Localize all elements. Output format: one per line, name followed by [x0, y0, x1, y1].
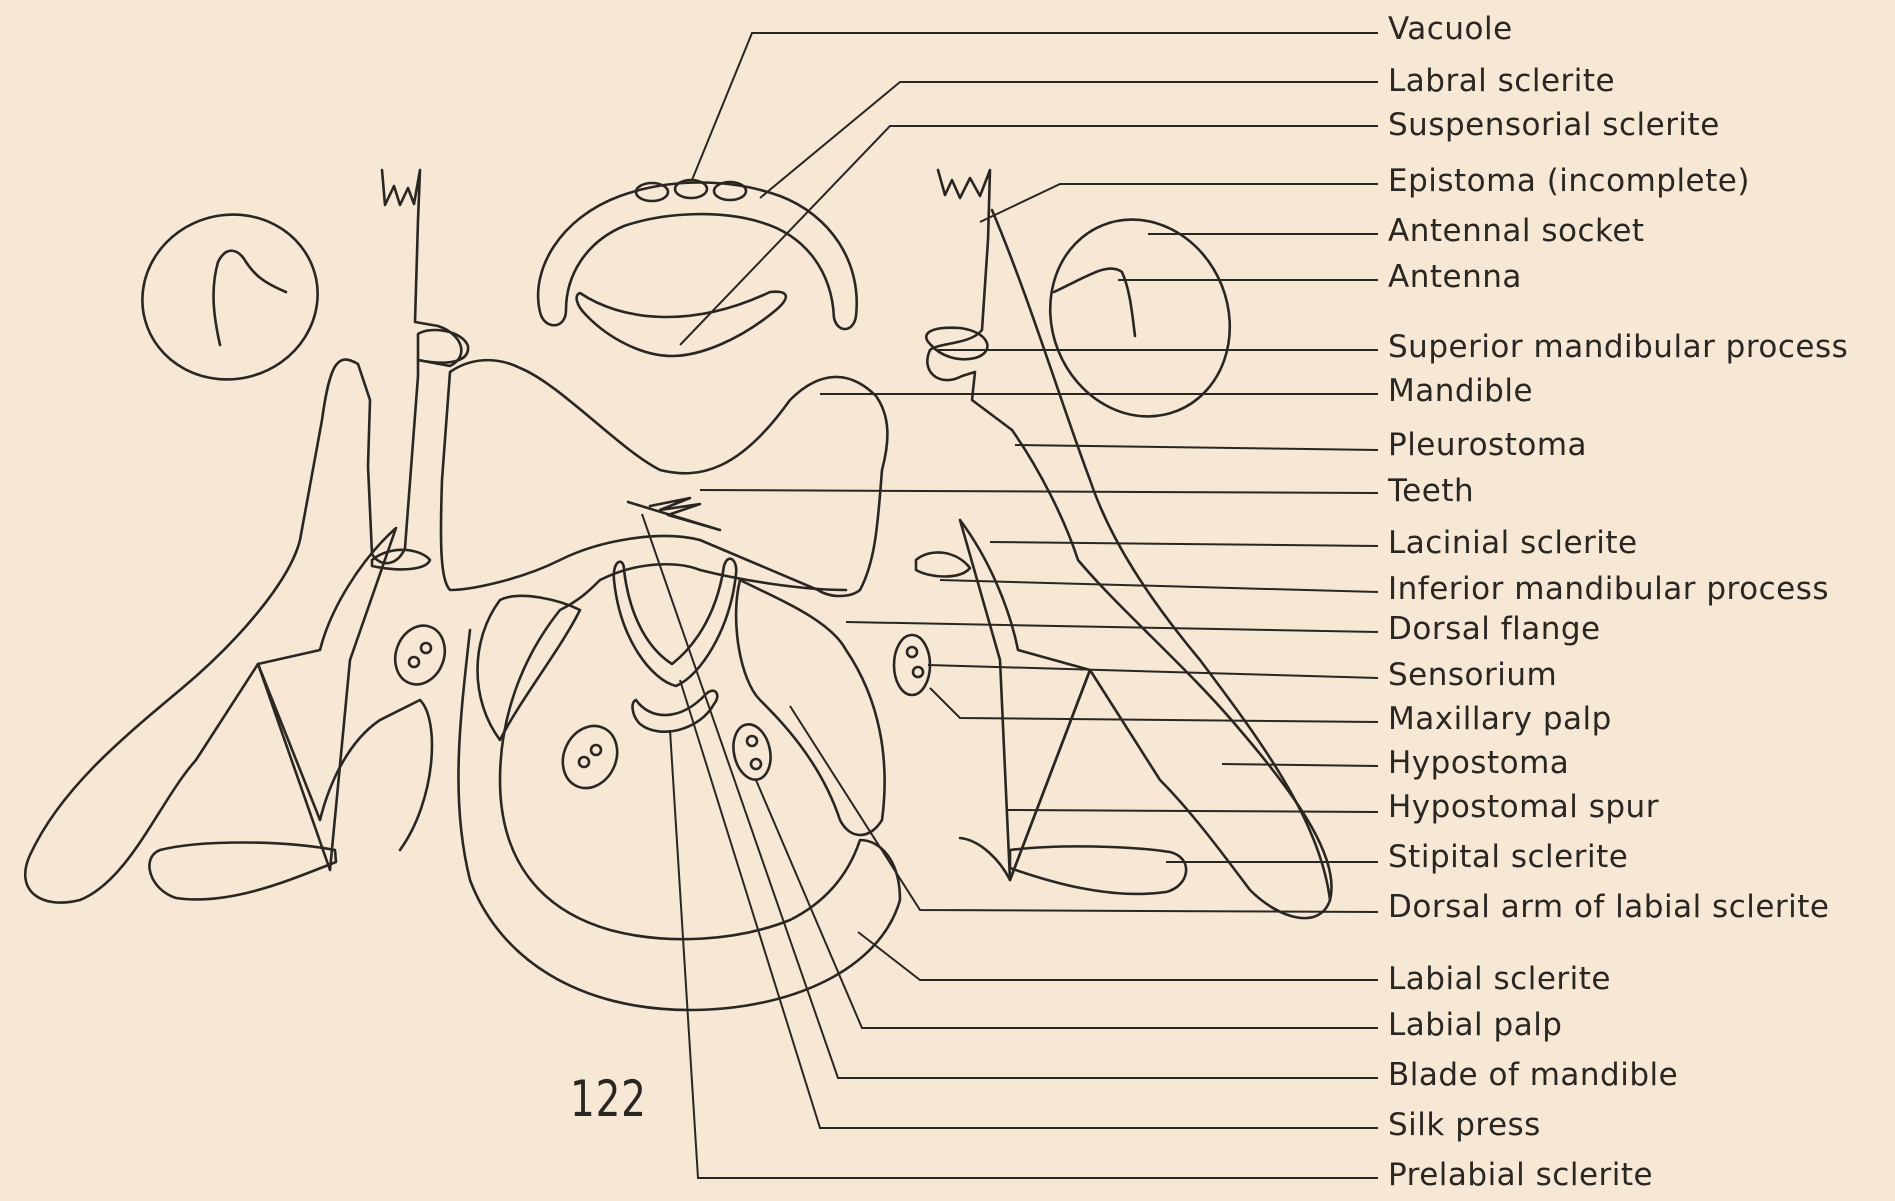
label-lacinial-sclerite: Lacinial sclerite — [1388, 528, 1638, 559]
right-labial-palp — [729, 721, 776, 783]
leader-pleurostoma — [1015, 445, 1378, 450]
left-stipital-sclerite — [149, 843, 336, 900]
left-lacinial-sclerite — [372, 550, 430, 570]
left-maxillary-palp-dot-2 — [591, 745, 601, 755]
leader-epistoma — [980, 184, 1378, 222]
figure-number: 122 — [570, 1070, 647, 1128]
label-sensorium: Sensorium — [1388, 660, 1557, 691]
right-labial-palp-dot-2 — [751, 759, 761, 769]
label-hypostomal-spur: Hypostomal spur — [1388, 792, 1659, 823]
label-epistoma: Epistoma (incomplete) — [1388, 166, 1750, 197]
left-antenna — [214, 251, 286, 345]
label-vacuole: Vacuole — [1388, 14, 1513, 45]
left-maxillary-palp-dot-1 — [579, 757, 589, 767]
right-hypostomal-spur — [960, 520, 1090, 880]
label-teeth: Teeth — [1388, 476, 1474, 507]
labial-sclerite — [458, 564, 900, 1010]
leader-teeth — [700, 490, 1378, 493]
vacuole-1 — [636, 183, 668, 201]
left-maxillary-palp — [553, 717, 627, 797]
right-maxilla — [736, 580, 885, 835]
right-sensorium-dot-1 — [907, 647, 917, 657]
label-mandible: Mandible — [1388, 376, 1533, 407]
right-antenna — [1054, 269, 1135, 336]
label-pleurostoma: Pleurostoma — [1388, 430, 1587, 461]
silk-press — [614, 559, 736, 686]
leader-labial-sclerite — [858, 932, 1378, 980]
leader-blade-of-mandible — [642, 514, 1378, 1078]
label-dorsal-flange: Dorsal flange — [1388, 614, 1601, 645]
leader-sensorium — [928, 665, 1378, 678]
right-labial-palp-dot-1 — [747, 736, 757, 746]
label-maxillary-palp: Maxillary palp — [1388, 704, 1612, 735]
label-blade-of-mandible: Blade of mandible — [1388, 1060, 1678, 1091]
leader-inferior-mandibular-process — [940, 580, 1378, 592]
label-antennal-socket: Antennal socket — [1388, 216, 1645, 247]
leader-labial-palp — [756, 780, 1378, 1028]
leader-vacuole — [692, 33, 1378, 180]
left-sensorium — [387, 619, 453, 692]
mandible — [441, 360, 887, 596]
label-labial-palp: Labial palp — [1388, 1010, 1563, 1041]
leader-suspensorial-sclerite — [680, 126, 1378, 345]
right-stipital-sclerite — [1010, 846, 1186, 894]
leader-dorsal-flange — [846, 622, 1378, 632]
label-silk-press: Silk press — [1388, 1110, 1541, 1141]
label-dorsal-arm-labial-sclerite: Dorsal arm of labial sclerite — [1388, 892, 1830, 923]
label-prelabial-sclerite: Prelabial sclerite — [1388, 1160, 1653, 1191]
right-sensorium — [894, 635, 930, 695]
left-sensorium-dot-2 — [421, 643, 431, 653]
label-labral-sclerite: Labral sclerite — [1388, 66, 1615, 97]
label-antenna: Antenna — [1388, 262, 1522, 293]
suspensorial-sclerite — [577, 292, 786, 356]
leader-labral-sclerite — [760, 82, 1378, 198]
right-lacinial-sclerite — [916, 552, 970, 576]
label-hypostoma: Hypostoma — [1388, 748, 1569, 779]
leader-hypostomal-spur — [1008, 810, 1378, 812]
right-sensorium-dot-2 — [913, 667, 923, 677]
leader-silk-press — [680, 680, 1378, 1128]
leader-maxillary-palp — [930, 688, 1378, 722]
leader-hypostoma — [1222, 764, 1378, 766]
left-antennal-socket — [124, 195, 336, 399]
label-superior-mandibular-process: Superior mandibular process — [1388, 332, 1848, 363]
right-antennal-socket — [1021, 192, 1259, 443]
teeth — [628, 498, 720, 530]
label-labial-sclerite: Labial sclerite — [1388, 964, 1611, 995]
label-stipital-sclerite: Stipital sclerite — [1388, 842, 1628, 873]
left-epistoma — [25, 170, 461, 903]
leader-prelabial-sclerite — [670, 730, 1378, 1178]
left-sensorium-dot-1 — [409, 657, 419, 667]
left-maxilla — [478, 596, 581, 740]
left-hypostomal-spur — [258, 528, 396, 870]
leader-dorsal-arm-labial-sclerite — [790, 706, 1378, 912]
labral-sclerite — [538, 183, 857, 330]
label-inferior-mandibular-process: Inferior mandibular process — [1388, 574, 1829, 605]
label-suspensorial-sclerite: Suspensorial sclerite — [1388, 110, 1720, 141]
leader-lacinial-sclerite — [990, 542, 1378, 546]
